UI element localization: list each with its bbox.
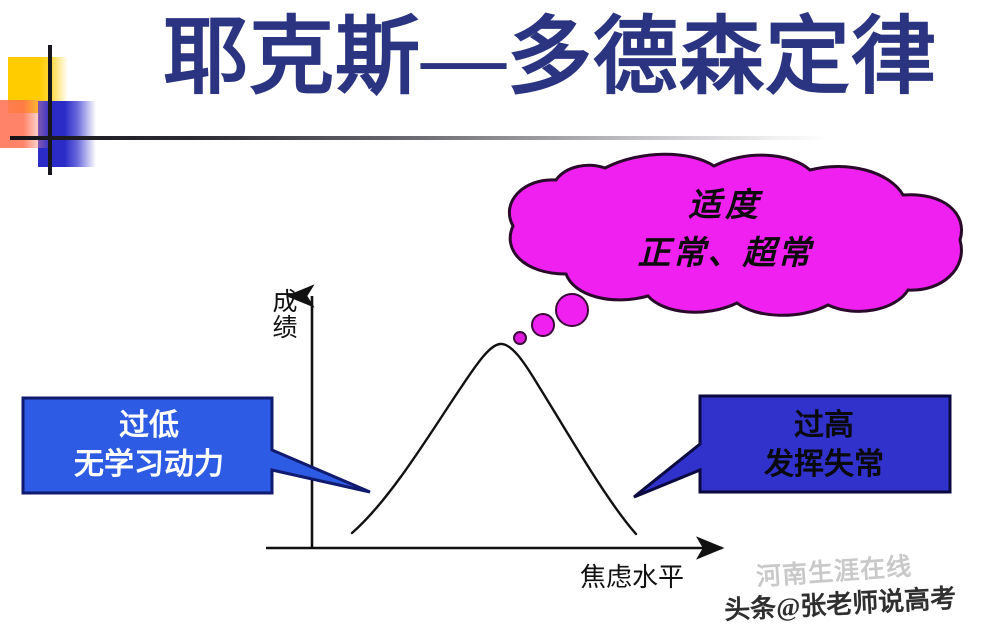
- callout-low-anxiety[interactable]: [21, 396, 371, 495]
- callout-low-anxiety-line1: 过低: [119, 409, 179, 442]
- performance-curve: [350, 342, 638, 536]
- callout-high-anxiety-line2: 发挥失常: [764, 448, 884, 481]
- decorative-corner-motif: [0, 0, 200, 200]
- thought-bubble-line1: 适度: [688, 188, 762, 224]
- thought-bubble-text: 适度 正常、超常: [560, 183, 890, 279]
- y-axis-label: 成绩: [272, 289, 298, 342]
- callout-high-anxiety-shape: [633, 394, 952, 499]
- title-underline-rule: [10, 136, 830, 140]
- callout-high-anxiety-line1: 过高: [794, 409, 854, 442]
- thought-dot-large: [555, 293, 589, 327]
- page-title: 耶克斯—多德森定律: [162, 11, 937, 105]
- thought-bubble-line2: 正常、超常: [637, 235, 813, 272]
- callout-low-anxiety-text: 过低 无学习动力: [22, 406, 276, 484]
- callout-high-anxiety-text: 过高 发挥失常: [700, 406, 948, 484]
- decor-vertical-line: [48, 45, 52, 175]
- decor-red-square: [0, 100, 52, 148]
- thought-dot-small: [513, 331, 527, 345]
- thought-bubble-shape: [507, 152, 963, 317]
- callout-low-anxiety-line2: 无学习动力: [74, 448, 224, 481]
- callout-low-anxiety-shape: [21, 396, 371, 495]
- x-axis-label: 焦虑水平: [580, 563, 685, 592]
- thought-dot-medium: [531, 313, 555, 337]
- thought-bubble-dots: [513, 293, 589, 345]
- thought-bubble-cloud: [507, 152, 963, 317]
- callout-high-anxiety[interactable]: [633, 394, 952, 499]
